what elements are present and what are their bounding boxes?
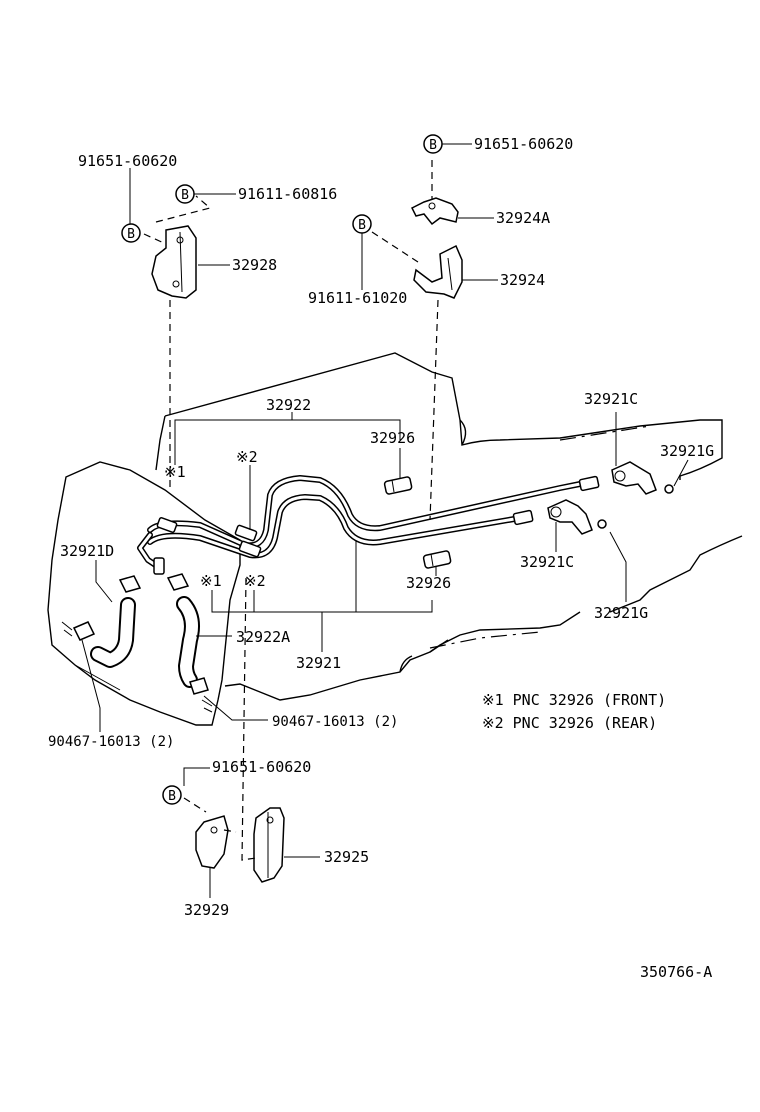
label-mark1-bottom: ※1 xyxy=(200,572,222,590)
bolt-badge-1: B xyxy=(175,184,195,204)
leader-lines xyxy=(81,143,689,898)
bolt-badge-5: B xyxy=(162,785,182,805)
label-mark1-top: ※1 xyxy=(164,463,186,481)
bracket-32924a-shape xyxy=(410,197,459,226)
hose-32921d-shape xyxy=(90,575,142,668)
label-32922a: 32922A xyxy=(236,628,290,646)
label-32921: 32921 xyxy=(296,654,341,672)
label-32926-bottom: 32926 xyxy=(406,574,451,592)
label-32926-top: 32926 xyxy=(370,429,415,447)
pipe-fittings xyxy=(153,475,600,575)
union-32921c-bottom-shape xyxy=(547,499,593,535)
label-32925: 32925 xyxy=(324,848,369,866)
bracket-32929-shape xyxy=(195,815,229,869)
transmission-outline xyxy=(155,352,743,701)
assembly-lines xyxy=(143,160,439,861)
bolt-badge-1-letter: B xyxy=(181,188,189,203)
bracket-32928-shape xyxy=(151,225,197,299)
union-32921c-top-shape xyxy=(611,461,657,495)
drawing-number: 350766-A xyxy=(640,963,712,981)
bolt-badge-3-letter: B xyxy=(429,138,437,153)
bolt-badge-2-letter: B xyxy=(127,227,135,242)
label-32921d: 32921D xyxy=(60,542,114,560)
bolt-badge-3: B xyxy=(423,134,443,154)
label-32922: 32922 xyxy=(266,396,311,414)
bracket-32925-shape xyxy=(253,807,285,883)
label-mark2-top: ※2 xyxy=(236,448,258,466)
label-mark2-bottom: ※2 xyxy=(244,572,266,590)
clamp-32926-bottom-shape xyxy=(422,550,452,569)
label-90467-16013-left: 90467-16013 (2) xyxy=(48,734,174,750)
hose-clips xyxy=(61,621,213,713)
label-32924a: 32924A xyxy=(496,209,550,227)
gasket-32921g-top-shape xyxy=(664,484,674,494)
gasket-32921g-bottom-shape xyxy=(597,519,607,529)
bolt-badge-2: B xyxy=(121,223,141,243)
label-91651-60620-c: 91651-60620 xyxy=(212,758,311,776)
bracket-32924-shape xyxy=(413,244,463,299)
bolt-badge-4-letter: B xyxy=(358,218,366,233)
label-91651-60620-a: 91651-60620 xyxy=(78,152,177,170)
label-91651-60620-b: 91651-60620 xyxy=(474,135,573,153)
bolt-badge-4: B xyxy=(352,214,372,234)
label-91611-60816: 91611-60816 xyxy=(238,185,337,203)
label-90467-16013-right: 90467-16013 (2) xyxy=(272,714,398,730)
label-32921g-bottom: 32921G xyxy=(594,604,648,622)
label-32921c-top: 32921C xyxy=(584,390,638,408)
label-32921g-top: 32921G xyxy=(660,442,714,460)
label-32924: 32924 xyxy=(500,271,545,289)
label-32928: 32928 xyxy=(232,256,277,274)
label-91611-61020: 91611-61020 xyxy=(308,289,407,307)
note-2: ※2 PNC 32926 (REAR) xyxy=(482,714,657,732)
label-32921c-bottom: 32921C xyxy=(520,553,574,571)
hose-32922a-shape xyxy=(166,573,200,688)
label-32929: 32929 xyxy=(184,901,229,919)
oil-pan-outline xyxy=(47,461,241,726)
clamp-32926-top-shape xyxy=(383,476,413,495)
bolt-badge-5-letter: B xyxy=(168,789,176,804)
note-1: ※1 PNC 32926 (FRONT) xyxy=(482,691,666,709)
